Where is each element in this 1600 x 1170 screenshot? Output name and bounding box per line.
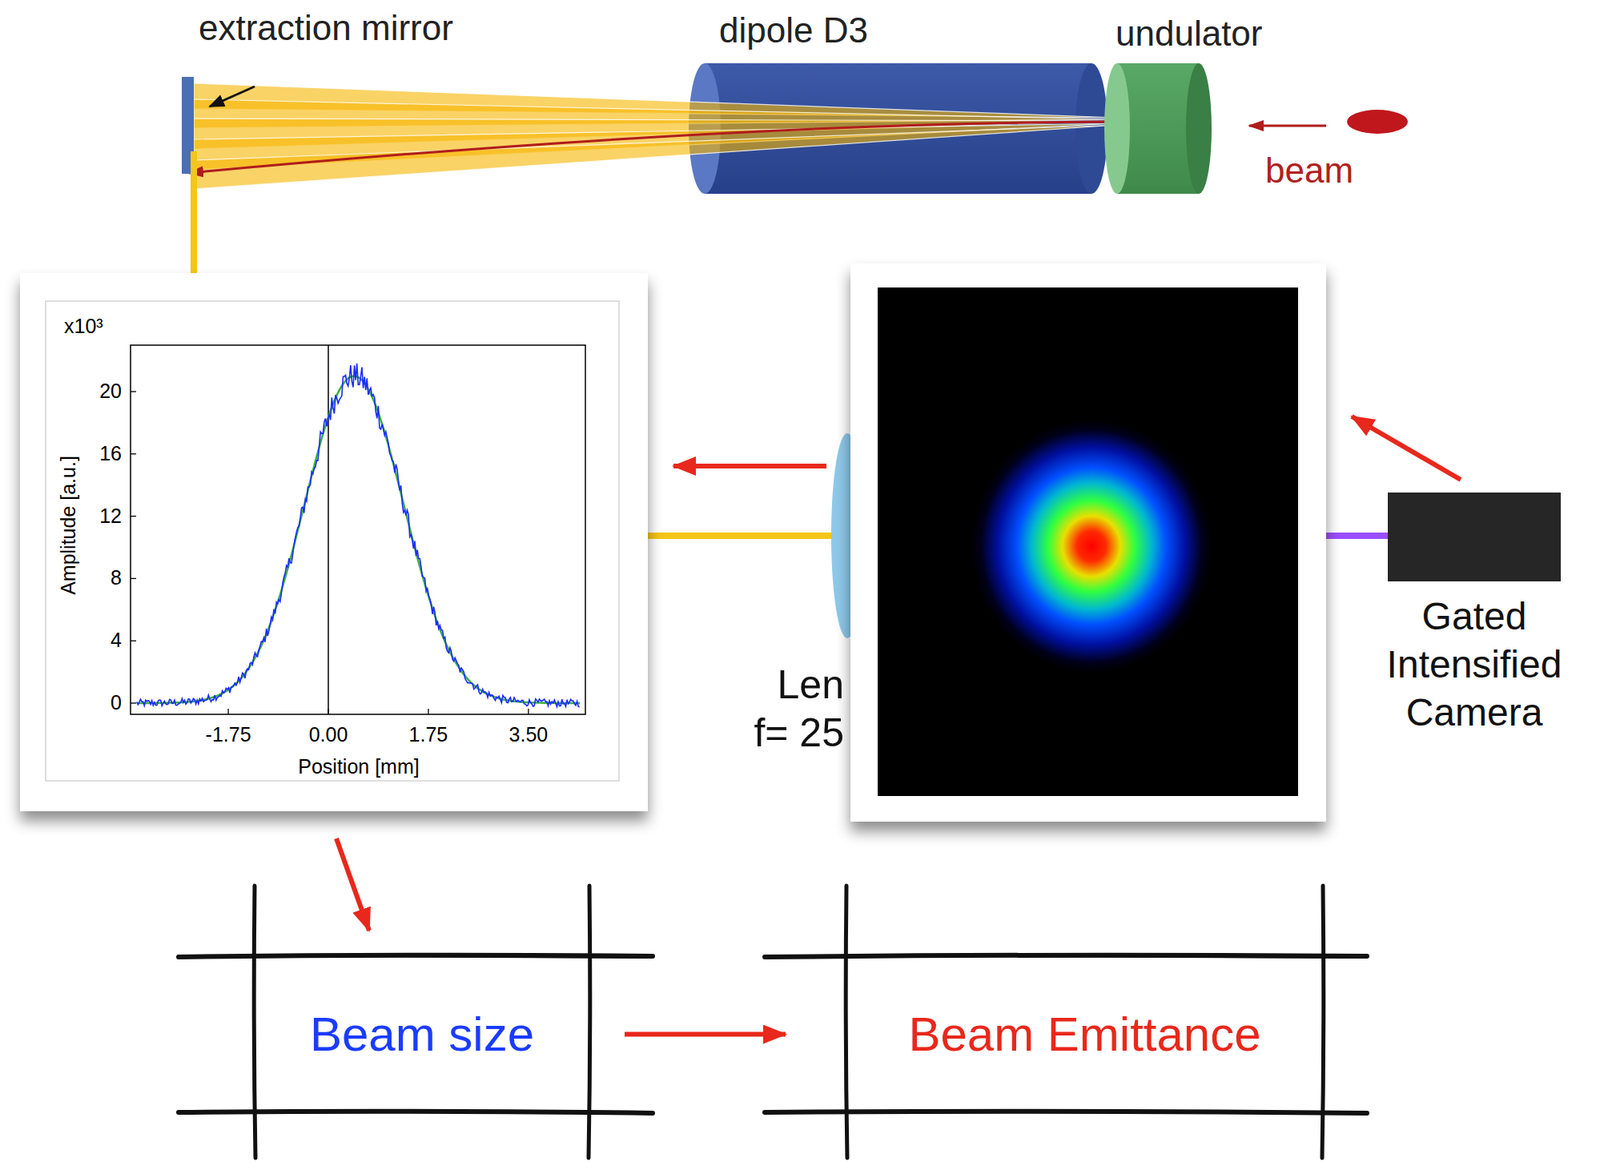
flow-arrow bbox=[673, 463, 827, 469]
profile-curve bbox=[136, 363, 580, 708]
tick-mark bbox=[130, 640, 137, 642]
undulator-magnet bbox=[1104, 63, 1212, 194]
tick-label: 3.50 bbox=[509, 723, 549, 747]
beam-spot bbox=[971, 419, 1212, 673]
plot-axes bbox=[130, 345, 586, 715]
camera-body bbox=[1387, 492, 1561, 582]
part-label: undulator bbox=[1115, 14, 1263, 53]
node-label: Gated Intensified Camera bbox=[1354, 592, 1595, 737]
axis-title: Position [mm] bbox=[297, 755, 419, 779]
tick-label: -1.75 bbox=[205, 723, 252, 747]
axis-multiplier: x10³ bbox=[64, 315, 104, 338]
light-path bbox=[1321, 532, 1390, 539]
part-label: beam bbox=[1265, 151, 1354, 190]
camera-image bbox=[877, 287, 1299, 796]
tick-label: 12 bbox=[99, 505, 122, 528]
fit-curve bbox=[136, 376, 580, 704]
chart-frame bbox=[45, 301, 620, 781]
tick-label: 16 bbox=[99, 442, 122, 466]
tick-label: 4 bbox=[110, 629, 122, 652]
chart-card bbox=[20, 273, 648, 812]
node-label: Beam Emittance bbox=[903, 1006, 1266, 1062]
axis-title: Amplitude [a.u.] bbox=[57, 455, 81, 595]
zero-line bbox=[327, 345, 330, 715]
tick-mark bbox=[527, 708, 529, 715]
camera-node: Gated Intensified Camera bbox=[1354, 492, 1595, 737]
pointer-arrow bbox=[209, 86, 255, 107]
result-box: Beam size bbox=[254, 956, 590, 1113]
result-box: Beam Emittance bbox=[846, 956, 1323, 1113]
tick-label: 20 bbox=[99, 380, 122, 403]
flow-arrow bbox=[624, 1032, 786, 1038]
tick-mark bbox=[130, 515, 137, 517]
sketch-frame bbox=[178, 885, 1367, 1158]
beam-trajectory bbox=[188, 121, 1199, 173]
lens-label: Len bbox=[777, 663, 845, 708]
light-path bbox=[190, 151, 197, 277]
tick-mark bbox=[130, 578, 137, 579]
lens-label: f= 25 bbox=[753, 711, 845, 756]
node-label: Beam size bbox=[305, 1006, 539, 1062]
tick-label: 0.00 bbox=[309, 723, 349, 747]
tick-mark bbox=[227, 708, 229, 715]
tick-label: 0 bbox=[110, 691, 122, 715]
flow-arrow bbox=[1351, 416, 1461, 480]
tick-mark bbox=[427, 708, 429, 715]
tick-mark bbox=[130, 702, 137, 704]
flow-arrow bbox=[336, 838, 370, 931]
tick-label: 1.75 bbox=[409, 723, 449, 747]
profile-plot bbox=[130, 345, 586, 715]
part-label: dipole D3 bbox=[719, 11, 869, 50]
image-card bbox=[850, 263, 1327, 822]
part-label: extraction mirror bbox=[198, 8, 454, 48]
tick-mark bbox=[130, 390, 137, 392]
tick-mark bbox=[130, 453, 137, 455]
light-path bbox=[644, 532, 841, 539]
beam-arrow bbox=[1249, 124, 1327, 128]
beam-bunch bbox=[1346, 109, 1408, 134]
tick-label: 8 bbox=[110, 567, 122, 591]
